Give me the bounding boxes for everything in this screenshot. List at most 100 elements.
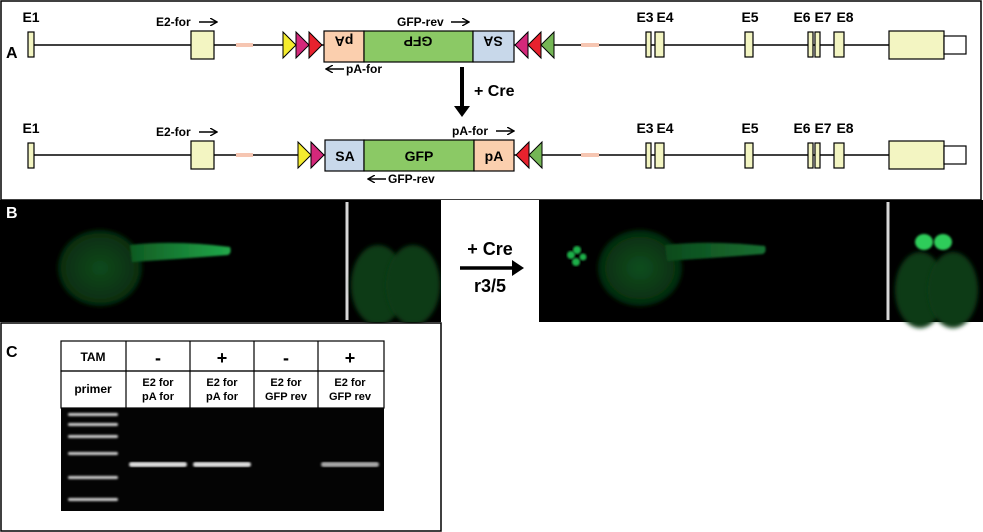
exon-e3-top	[645, 31, 652, 58]
exon-e2-bottom	[190, 140, 215, 170]
label-e4-bottom: E4	[656, 120, 673, 136]
ladder	[68, 413, 118, 501]
exon-e6-top	[807, 31, 814, 58]
label-e5-top: E5	[741, 9, 758, 25]
row-primer-label: primer	[74, 382, 112, 396]
box-gfp-bottom	[363, 139, 475, 172]
lane-bands	[129, 462, 379, 467]
cre-arrow-b-head	[512, 260, 524, 276]
label-e7-bottom: E7	[814, 120, 831, 136]
label-e1-top: E1	[22, 9, 39, 25]
spacer-top-right	[581, 43, 599, 47]
gel-band-lane-1	[129, 462, 187, 467]
panel-b: + Cre r3/5 B	[0, 200, 983, 328]
lox-red-top	[308, 30, 323, 60]
box-gfp-top-label: GFP	[404, 33, 433, 49]
row-tam-label: TAM	[80, 350, 105, 364]
lane-2-primer-2: pA for	[206, 391, 239, 403]
box-sa-top-label: SA	[483, 33, 502, 49]
ladder-band-4	[68, 452, 118, 455]
lox-green-top-r	[540, 30, 555, 60]
exon-e5-bottom	[744, 142, 754, 169]
label-e5-bottom: E5	[741, 120, 758, 136]
lane-1-primer-2: pA for	[142, 391, 175, 403]
box-pa-bottom-label: pA	[485, 148, 504, 164]
exon-e2-top	[190, 30, 215, 60]
panel-b-middle	[441, 200, 539, 322]
construct-top: pA GFP SA E1 E3 E4 E5 E6 E7 E8 E2-for GF…	[22, 9, 967, 76]
lox-yellow-bottom	[297, 140, 312, 170]
exon-e4-top	[654, 31, 665, 58]
cre-label-a: + Cre	[474, 83, 515, 100]
lane-3-primer-2: GFP rev	[265, 391, 308, 403]
ladder-band-2	[68, 423, 118, 426]
ladder-band-5	[68, 476, 118, 479]
lane-4-primer-2: GFP rev	[329, 391, 372, 403]
exon-e8-bottom	[833, 142, 845, 169]
exon-last-top	[888, 30, 945, 60]
r35-spot-3	[572, 258, 580, 266]
primer-gfp-rev-top: GFP-rev	[397, 15, 444, 29]
exon-e6-bottom	[807, 142, 814, 169]
label-e3-bottom: E3	[636, 120, 653, 136]
label-e6-top: E6	[793, 9, 810, 25]
primer-e2-for-bottom: E2-for	[156, 125, 191, 139]
lox-yellow-top	[282, 30, 297, 60]
cre-arrow-head	[454, 106, 470, 117]
label-e6-bottom: E6	[793, 120, 810, 136]
r35-dorsal-spot-1	[915, 234, 933, 250]
lane-4-primer-1: E2 for	[334, 377, 366, 389]
ladder-band-3	[68, 435, 118, 438]
label-e8-bottom: E8	[836, 120, 853, 136]
box-pa-top-label: pA	[335, 33, 354, 49]
label-e4-top: E4	[656, 9, 673, 25]
box-gfp-bottom-label: GFP	[405, 148, 434, 164]
embryo-dorsal-left-2	[386, 245, 440, 325]
region-label-b: r3/5	[474, 276, 506, 296]
embryo-dorsal-right-2	[928, 252, 978, 328]
lane-1-primer-1: E2 for	[142, 377, 174, 389]
ladder-band-6	[68, 498, 118, 501]
r35-spot-1	[567, 251, 575, 259]
exon-e3-bottom	[645, 142, 652, 169]
lane-3-tam: -	[283, 348, 289, 368]
lane-2-tam: +	[217, 348, 228, 368]
r35-spot-4	[579, 253, 587, 261]
lane-2-primer-1: E2 for	[206, 377, 238, 389]
gel-band-lane-2	[193, 462, 251, 467]
embryo-tail-right	[665, 242, 766, 261]
box-sa-bottom-label: SA	[335, 148, 354, 164]
panel-b-letter: B	[6, 205, 18, 222]
exon-e8-top	[833, 31, 845, 58]
box-sa-top	[472, 30, 515, 63]
lox-green-bottom	[528, 140, 543, 170]
box-pa-bottom	[473, 139, 515, 172]
label-e3-top: E3	[636, 9, 653, 25]
r35-spot-2	[573, 246, 581, 254]
exon-e5-top	[744, 31, 754, 58]
ladder-band-1	[68, 413, 118, 416]
exon-e4-bottom	[654, 142, 665, 169]
primer-pa-for-top: pA-for	[346, 62, 382, 76]
exon-e1-top	[27, 31, 35, 58]
cre-label-b: + Cre	[467, 239, 513, 259]
label-e1-bottom: E1	[22, 120, 39, 136]
gel-band-lane-4	[321, 462, 379, 467]
panel-a-letter: A	[6, 45, 18, 62]
exon-last-bottom	[888, 140, 945, 170]
embryo-yolk-right	[598, 230, 682, 306]
lane-4-tam: +	[345, 348, 356, 368]
panel-c: C TAM primer - + - + E2 for pA for E2 fo…	[0, 322, 442, 532]
embryo-tail-left	[130, 242, 231, 262]
label-e8-top: E8	[836, 9, 853, 25]
lox-magenta-bottom	[310, 140, 325, 170]
lane-3-primer-1: E2 for	[270, 377, 302, 389]
exon-e7-bottom	[814, 142, 821, 169]
construct-bottom: SA GFP pA E1 E3 E4 E5 E6 E7 E8 E2-for pA…	[22, 120, 967, 186]
spacer-bottom-left	[236, 153, 253, 157]
r35-dorsal-spot-2	[934, 234, 952, 250]
primer-pa-for-bottom: pA-for	[452, 124, 488, 138]
exon-e7-top	[814, 31, 821, 58]
utr-top	[943, 35, 967, 55]
